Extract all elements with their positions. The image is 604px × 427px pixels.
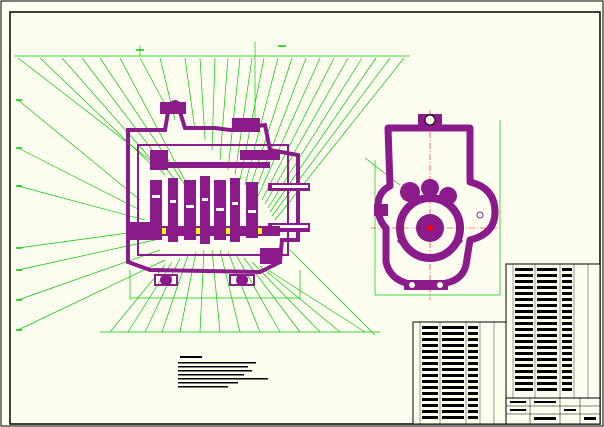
- bottom-flange-right: [229, 274, 255, 286]
- bearing-accents: [162, 228, 262, 234]
- output-shaft-lower-highlight: [272, 225, 308, 228]
- parts-list-upper: [505, 263, 601, 425]
- bottom-flange-left: [154, 274, 178, 286]
- bottom-bolt-right: [236, 274, 248, 286]
- output-shaft-upper-highlight: [272, 185, 308, 188]
- upper-shaft: [150, 162, 270, 168]
- side-inner-arc: [396, 238, 464, 259]
- side-left-ear: [374, 204, 388, 216]
- side-bore-mid: [421, 179, 439, 197]
- upper-shaft-end: [240, 150, 280, 160]
- title-block-text: [510, 401, 596, 420]
- left-lug: [150, 150, 168, 170]
- gear-teeth: [152, 195, 256, 213]
- side-bottom-boss: [404, 280, 448, 290]
- front-view: [126, 100, 310, 286]
- side-top-bolt: [424, 114, 436, 126]
- drawing-frame: [9, 11, 601, 425]
- right-lug: [260, 248, 282, 264]
- top-right-boss: [232, 118, 260, 132]
- side-bottom-bolt-right: [437, 282, 443, 288]
- bottom-bolt-left: [160, 274, 172, 286]
- side-bottom-bolt-left: [409, 282, 415, 288]
- parts-list-lower-rows: [422, 326, 478, 419]
- side-right-pin: [476, 211, 484, 219]
- side-view: [370, 110, 500, 300]
- balloon-marks: [16, 45, 286, 331]
- technical-notes: [178, 356, 268, 388]
- side-bore-right: [439, 187, 457, 205]
- input-shaft: [128, 222, 152, 240]
- parts-list-lower: [412, 321, 509, 425]
- top-bolt: [169, 100, 181, 112]
- side-main-bore-center: [427, 225, 433, 231]
- parts-list-upper-rows: [515, 268, 572, 391]
- side-bore-left: [400, 182, 420, 202]
- front-inner-cavity: [137, 144, 289, 256]
